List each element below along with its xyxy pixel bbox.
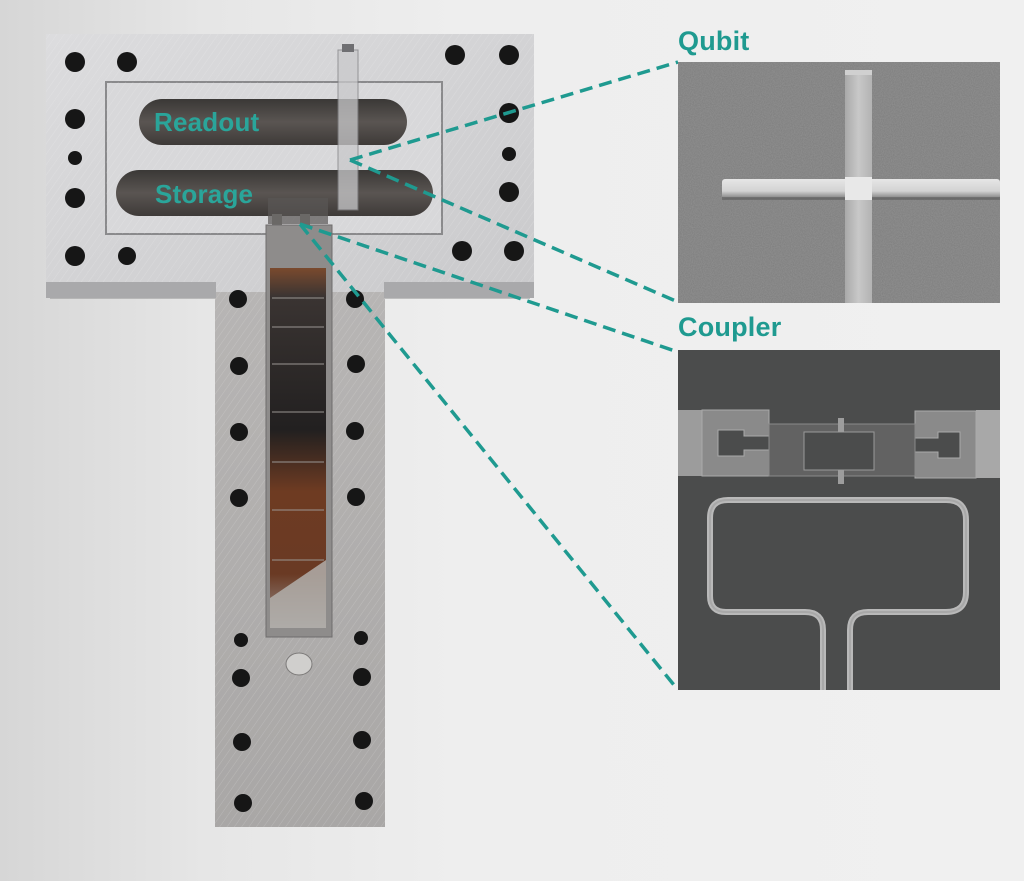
coupler-title: Coupler — [678, 312, 782, 342]
mounting-holes — [65, 45, 524, 812]
coupler-callout-bottom — [298, 222, 680, 692]
qubit-title: Qubit — [678, 26, 750, 56]
callout-lines — [298, 60, 680, 692]
coupler-sem-image — [678, 350, 1000, 690]
coupler-callout-top — [299, 222, 679, 354]
readout-label: Readout — [154, 107, 260, 137]
qubit-sem-image — [678, 62, 1000, 303]
storage-label: Storage — [155, 179, 254, 209]
qubit-callout-top — [349, 60, 679, 162]
